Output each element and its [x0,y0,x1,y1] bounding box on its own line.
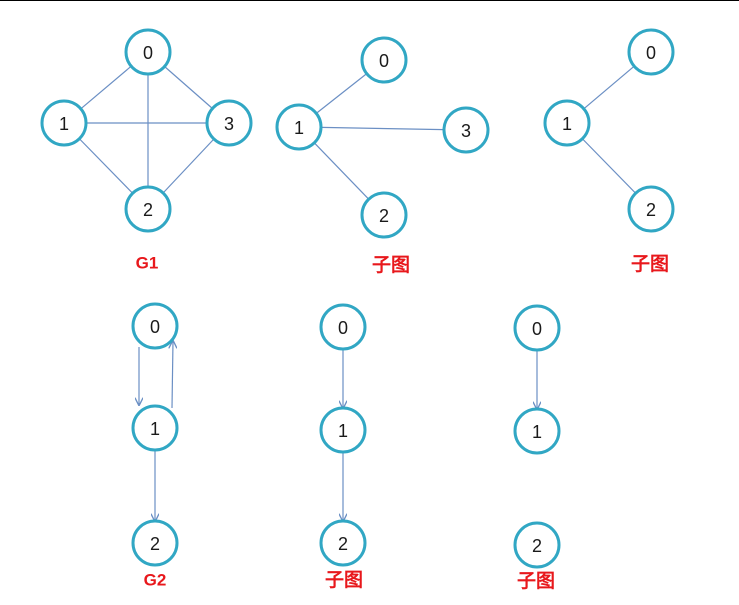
node-label-1: 1 [294,118,304,138]
edge-0-3 [164,66,213,109]
node-label-2: 2 [379,206,389,226]
graph-4-nodes: 0 1 2 [131,302,179,567]
node-2 [360,191,408,239]
node-label-2: 2 [143,200,153,220]
graph-2 [313,73,445,200]
node-label-2: 2 [532,536,542,556]
node-2 [319,519,367,567]
node-1 [319,406,367,454]
graph-4 [139,341,173,521]
graph-caption: 子图 [372,254,410,276]
node-label-0: 0 [379,51,389,71]
node-1 [275,103,323,151]
node-1 [131,404,179,452]
node-0 [124,28,172,76]
node-0 [627,28,675,76]
node-label-0: 0 [150,317,160,337]
node-0 [131,302,179,350]
node-3 [205,99,253,147]
graph-caption: G1 [136,254,159,273]
node-label-2: 2 [646,200,656,220]
node-2 [627,185,675,233]
node-label-2: 2 [150,534,160,554]
edge-1-0 [583,65,635,110]
node-0 [360,36,408,84]
edge-1-0 [315,73,368,114]
edge-1-3 [320,126,445,131]
node-label-0: 0 [532,319,542,339]
node-label-0: 0 [646,43,656,63]
node-2 [124,185,172,233]
node-2 [513,521,561,569]
node-label-1: 1 [338,421,348,441]
edges-layer [78,65,637,521]
edge-2-3 [162,138,215,194]
edge-0-1 [80,65,132,110]
edge-1-2 [78,138,134,194]
graph-1 [78,65,215,194]
edge-1-0 [172,341,173,409]
node-label-3: 3 [224,114,234,134]
node-1 [543,99,591,147]
graph-3 [581,65,637,194]
nodes-layer: 0 1 2 3 0 1 2 3 0 1 2 0 1 2 0 1 2 0 1 2 [40,28,675,569]
graph-3-nodes: 0 1 2 [543,28,675,233]
graph-caption: 子图 [517,570,555,592]
node-label-0: 0 [143,43,153,63]
node-label-1: 1 [59,114,69,134]
node-label-1: 1 [562,114,572,134]
node-label-0: 0 [338,318,348,338]
graph-caption: 子图 [631,253,669,275]
edge-1-2 [581,138,637,194]
graph-6-nodes: 0 1 2 [513,304,561,569]
graph-caption: 子图 [325,569,363,591]
graph-caption: G2 [144,571,167,590]
edge-1-2 [313,142,370,200]
graph-5-nodes: 0 1 2 [319,303,367,567]
node-1 [513,407,561,455]
graph-2-nodes: 0 1 2 3 [275,36,490,239]
node-0 [319,303,367,351]
node-1 [40,99,88,147]
node-0 [513,304,561,352]
node-label-1: 1 [150,419,160,439]
node-3 [442,106,490,154]
node-2 [131,519,179,567]
node-label-3: 3 [461,121,471,141]
graph-1-nodes: 0 1 2 3 [40,28,253,233]
node-label-1: 1 [532,422,542,442]
node-label-2: 2 [338,534,348,554]
